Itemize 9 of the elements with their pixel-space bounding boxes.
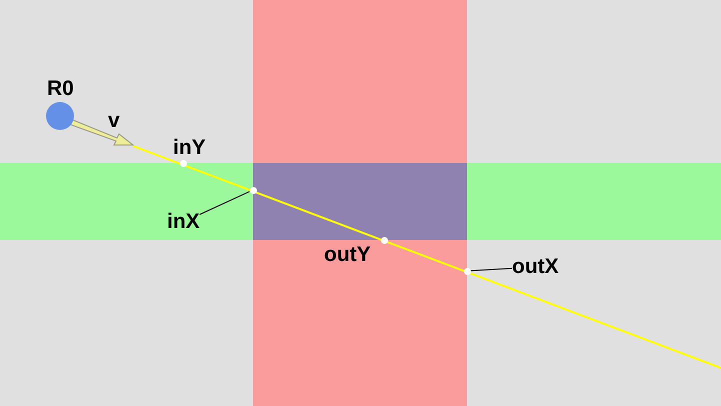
point-label: R0 [47, 78, 74, 100]
point-label: outX [512, 256, 559, 278]
point-label: outY [324, 244, 371, 266]
vector-label: v [108, 110, 120, 132]
point-label: inX [167, 211, 200, 233]
point-label: inY [173, 137, 206, 159]
leader-line [199, 191, 250, 215]
intersection-point [180, 160, 186, 166]
leader-line [470, 268, 512, 272]
